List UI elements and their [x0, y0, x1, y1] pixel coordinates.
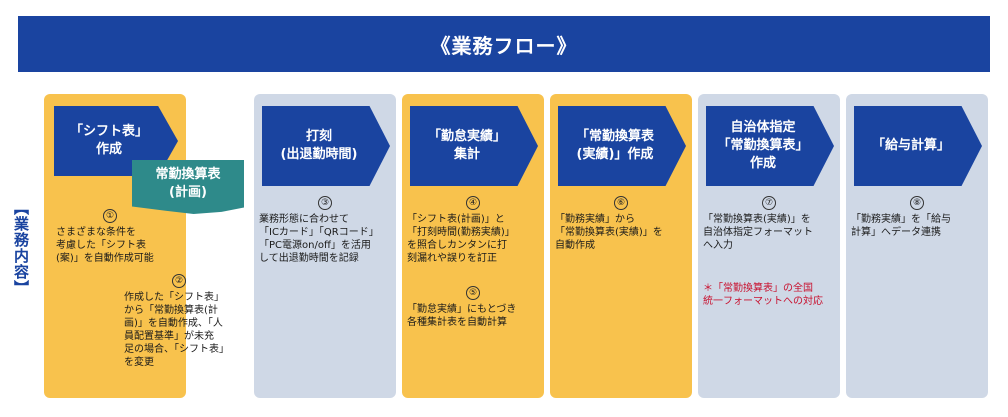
step-number-7: ⑦ [762, 196, 776, 210]
step-arrow-payroll: 「給与計算」 [854, 106, 982, 186]
step-arrow-attendance: 「勤怠実績」 集計 [410, 106, 538, 186]
step-number-5: ⑤ [466, 286, 480, 300]
step-number-3: ③ [318, 196, 332, 210]
step-number-4: ④ [466, 196, 480, 210]
desc-6: 「勤務実績」から 「常勤換算表(実績)」を 自動作成 [555, 214, 663, 251]
desc-3: 業務形態に合わせて 「ICカード」「QRコード」 「PC電源on/off」を活用… [259, 214, 379, 264]
desc-5: 「勤怠実績」にもとづき 各種集計表を自動計算 [407, 304, 517, 328]
desc-8: 「勤務実績」を「給与 計算」へデータ連携 [851, 214, 951, 238]
step-arrow-municipal: 自治体指定 「常勤換算表」 作成 [706, 106, 834, 186]
step-number-2: ② [172, 274, 186, 288]
desc-4: 「シフト表(計画)」と 「打刻時間(勤務実績)」 を照合しカンタンに打 刻漏れや… [407, 214, 515, 264]
step-number-8: ⑧ [910, 196, 924, 210]
step-sub-fte-plan: 常勤換算表 (計画) [132, 160, 244, 214]
desc-2: 作成した「シフト表」 から「常勤換算表(計 画)」を自動作成、「人 員配置基準」… [124, 292, 229, 368]
step-number-6: ⑥ [614, 196, 628, 210]
banner-title: 《業務フロー》 [430, 33, 578, 58]
desc-7: 「常勤換算表(実績)」を 自治体指定フォーマット へ入力 [703, 214, 813, 251]
side-label-business-content: 【業務内容】 [12, 200, 30, 296]
note-national-format: ＊「常勤換算表」の全国 統一フォーマットへの対応 [703, 283, 823, 307]
step-arrow-clock: 打刻 (出退勤時間) [262, 106, 390, 186]
flow-banner: 《業務フロー》 [18, 16, 990, 72]
step-number-1: ① [103, 209, 117, 223]
step-arrow-fte-actual: 「常勤換算表 (実績)」作成 [558, 106, 686, 186]
desc-1: さまざまな条件を 考慮した「シフト表 (案)」を自動作成可能 [56, 227, 154, 264]
